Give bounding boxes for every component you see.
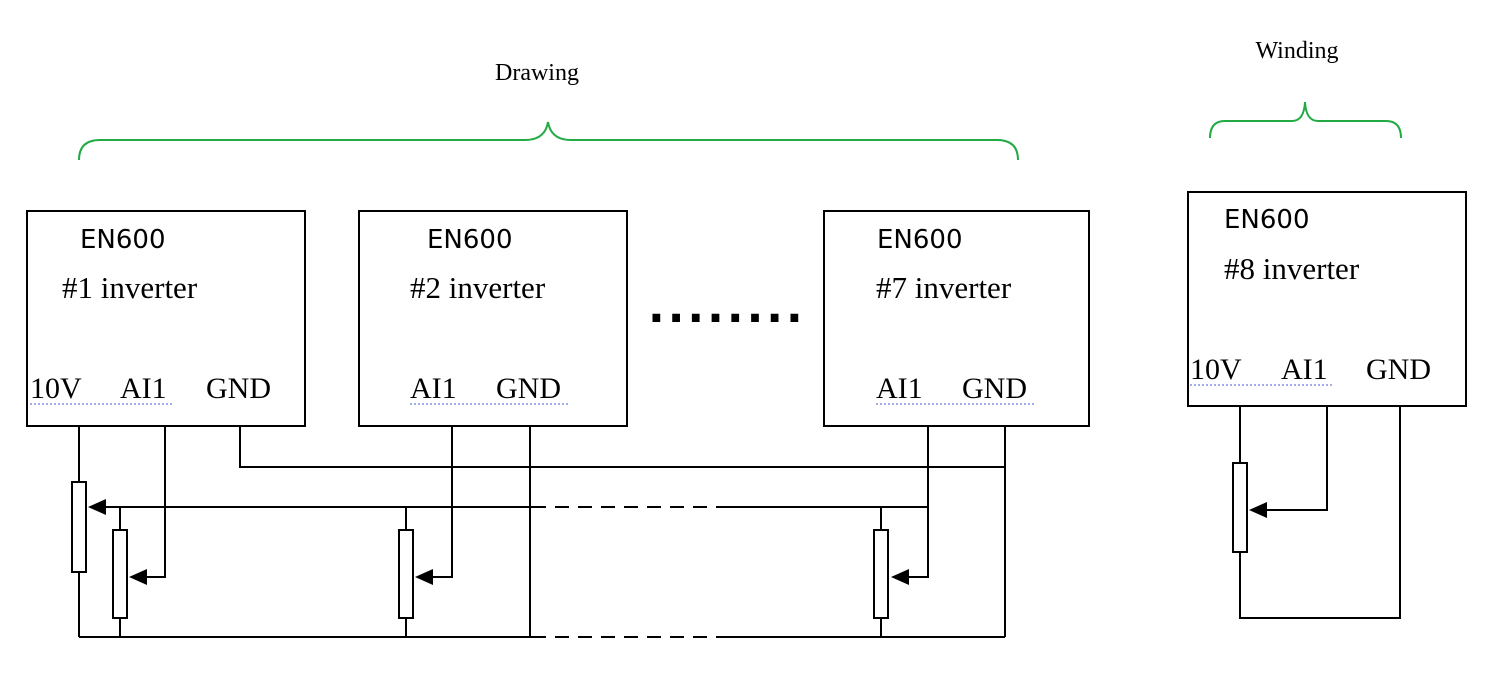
arrow-icon	[1249, 502, 1267, 518]
inverter-7: EN600 #7 inverter AI1 GND	[823, 210, 1090, 427]
ellipsis: ........	[648, 282, 806, 333]
terminal-gnd: GND	[962, 372, 1027, 405]
group-label-winding: Winding	[1255, 38, 1338, 64]
arrow-icon	[891, 569, 909, 585]
inverter-model: EN600	[427, 225, 513, 255]
terminal-10v: 10V	[1190, 353, 1242, 386]
inverter-label: #2 inverter	[410, 270, 546, 305]
arrow-icon	[129, 569, 147, 585]
potentiometer-master	[71, 481, 87, 573]
inverter-label: #1 inverter	[62, 270, 198, 305]
inverter-model: EN600	[1224, 205, 1310, 235]
terminal-10v: 10V	[30, 372, 82, 405]
potentiometer-8	[1232, 462, 1248, 553]
terminal-ai1: AI1	[120, 372, 167, 405]
inverter-model: EN600	[877, 225, 963, 255]
terminal-ai1: AI1	[876, 372, 923, 405]
inverter-label: #8 inverter	[1224, 251, 1360, 286]
inverter-label: #7 inverter	[876, 270, 1012, 305]
terminal-ai1: AI1	[1281, 353, 1328, 386]
inverter-model: EN600	[80, 225, 166, 255]
arrow-icon	[415, 569, 433, 585]
inverter-2: EN600 #2 inverter AI1 GND	[358, 210, 628, 427]
terminal-ai1: AI1	[410, 372, 457, 405]
brace-drawing	[78, 121, 1019, 161]
group-label-drawing: Drawing	[495, 60, 579, 86]
terminal-gnd: GND	[1366, 353, 1431, 386]
terminal-gnd: GND	[496, 372, 561, 405]
brace-winding	[1209, 101, 1402, 139]
drawing-wiring	[71, 426, 1006, 638]
arrow-icon	[88, 499, 106, 515]
potentiometer-2	[398, 529, 414, 619]
potentiometer-7	[873, 529, 889, 619]
winding-wiring	[1232, 406, 1401, 619]
inverter-8: EN600 #8 inverter 10V AI1 GND	[1187, 191, 1467, 407]
potentiometer-1	[112, 529, 128, 619]
inverter-1: EN600 #1 inverter 10V AI1 GND	[26, 210, 306, 427]
terminal-gnd: GND	[206, 372, 271, 405]
